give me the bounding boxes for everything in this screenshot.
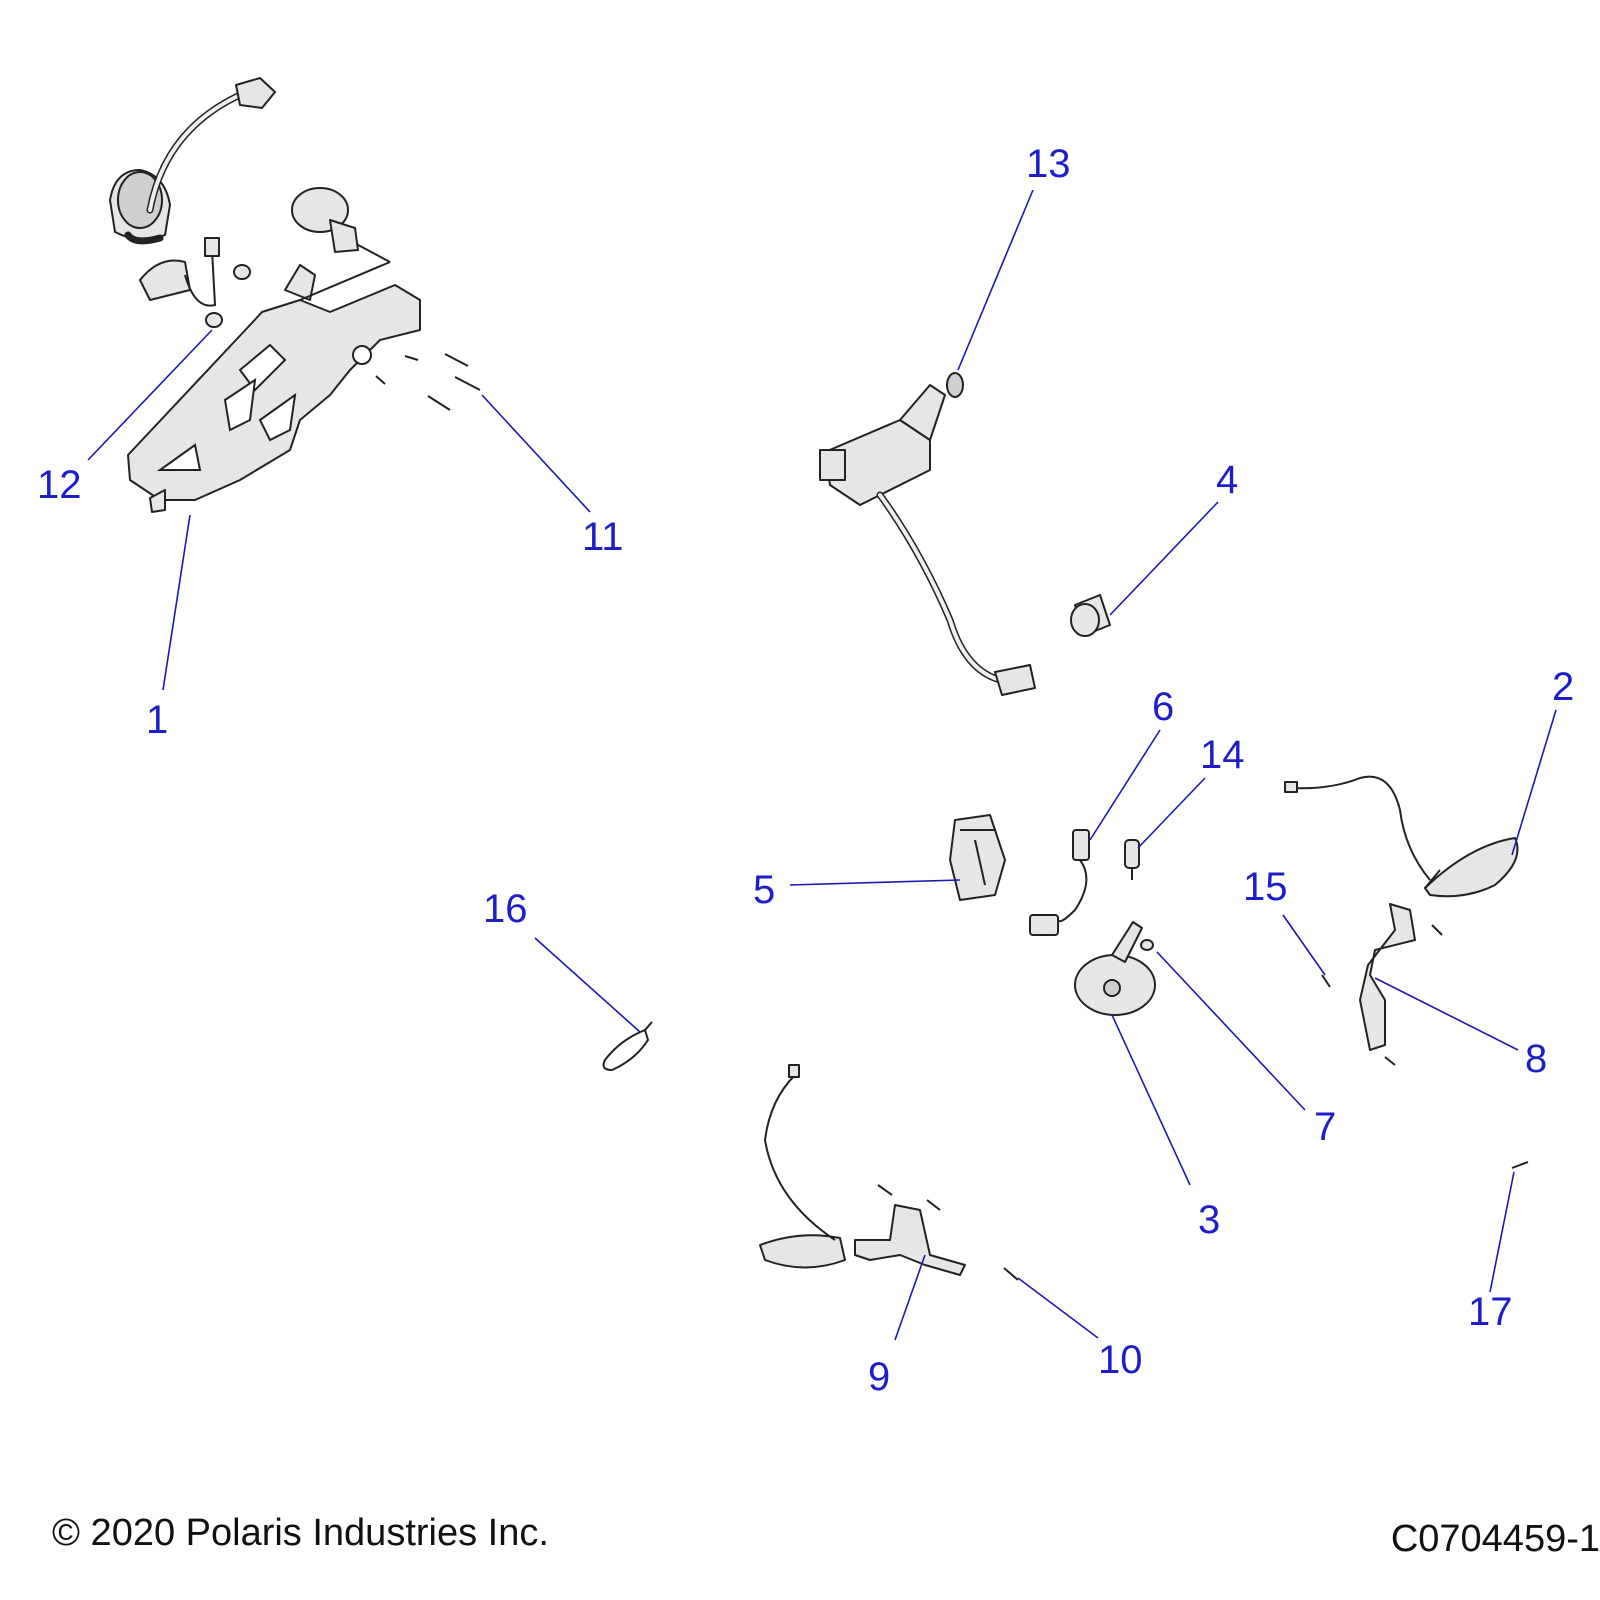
leader-9 [894,1254,926,1341]
part-16-tie-strap [602,1021,653,1072]
callout-5: 5 [753,868,775,912]
leader-5 [789,879,961,886]
leader-15 [1282,914,1326,976]
leader-10 [1017,1277,1099,1339]
callout-12: 12 [37,463,82,507]
leader-6 [1089,729,1161,841]
leader-12 [87,329,213,461]
leader-17 [1489,1171,1515,1293]
leader-16 [534,937,641,1033]
leader-lines [87,189,1557,1341]
callout-16: 16 [483,887,528,931]
part-4-bushing [1070,594,1111,637]
leader-14 [1137,777,1206,849]
copyright-notice: © 2020 Polaris Industries Inc. [52,1512,549,1554]
part-7-screw [1140,939,1154,951]
callout-7: 7 [1314,1105,1336,1149]
callout-3: 3 [1198,1198,1220,1242]
part-9-lamp-bracket [759,1064,966,1276]
part-8-bracket [1359,903,1416,1051]
leader-11 [481,394,591,513]
callout-10: 10 [1098,1338,1143,1382]
callout-4: 4 [1216,458,1238,502]
leader-13 [957,189,1034,371]
callout-11: 11 [582,515,624,559]
callout-17: 17 [1468,1290,1513,1334]
part-13-switch-harness [819,372,1036,696]
leader-3 [1111,1014,1191,1186]
callout-13: 13 [1026,142,1071,186]
callout-9: 9 [868,1355,890,1399]
callout-8: 8 [1525,1037,1547,1081]
leader-2 [1511,709,1557,856]
callout-15: 15 [1243,865,1288,909]
callout-labels: 1 2 3 4 5 6 7 8 9 10 11 12 13 14 15 16 1… [37,142,1574,1399]
part-5-boot [949,814,1006,901]
callout-2: 2 [1552,665,1574,709]
leader-7 [1156,951,1306,1111]
leader-1 [162,514,191,691]
part-6-connector [1029,829,1090,936]
leader-8 [1374,977,1519,1051]
part-14-connector [1124,839,1140,880]
part-15-screws [1321,924,1443,1066]
callout-14: 14 [1200,733,1245,777]
part-11-screws [375,353,481,411]
part-1-mounting-bracket [109,77,421,513]
part-17-screw [1511,1161,1529,1169]
callout-6: 6 [1152,685,1174,729]
drawing-number: C0704459-1 [1390,1518,1600,1560]
part-10-screw [1003,1267,1019,1281]
callout-1: 1 [146,698,168,742]
part-2-signal-lamp [1284,775,1519,898]
leader-4 [1109,501,1219,616]
part-3-horn [1074,921,1156,1016]
